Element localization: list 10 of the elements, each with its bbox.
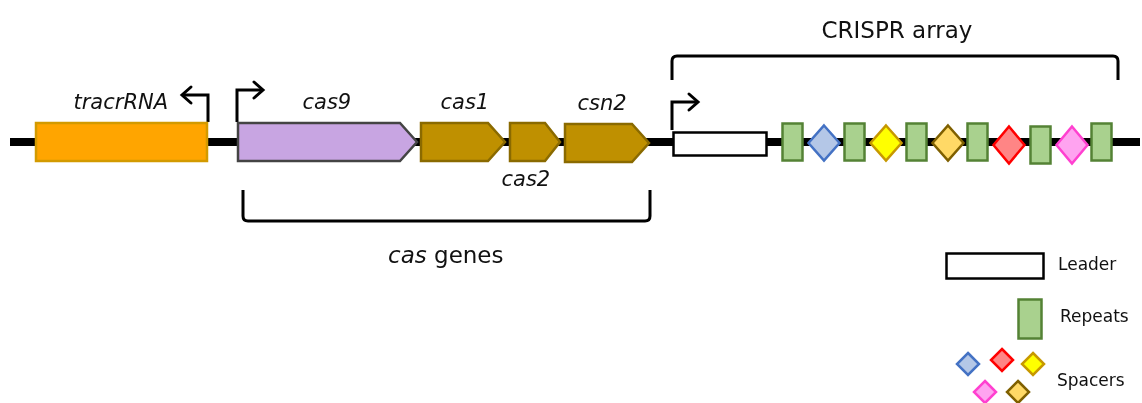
legend-label: Leader [1058,254,1117,274]
gene-label: cas1 [440,89,490,115]
gene-label: csn2 [577,90,627,116]
gene-label: tracrRNA [73,89,169,115]
bracket-label: cas genes [388,241,504,269]
gene-label: cas9 [302,89,352,115]
legend-label: Spacers [1057,370,1125,390]
gene-label: cas2 [501,166,551,192]
legend-label: Repeats [1060,306,1129,326]
bracket-label: CRISPR array [821,16,973,44]
